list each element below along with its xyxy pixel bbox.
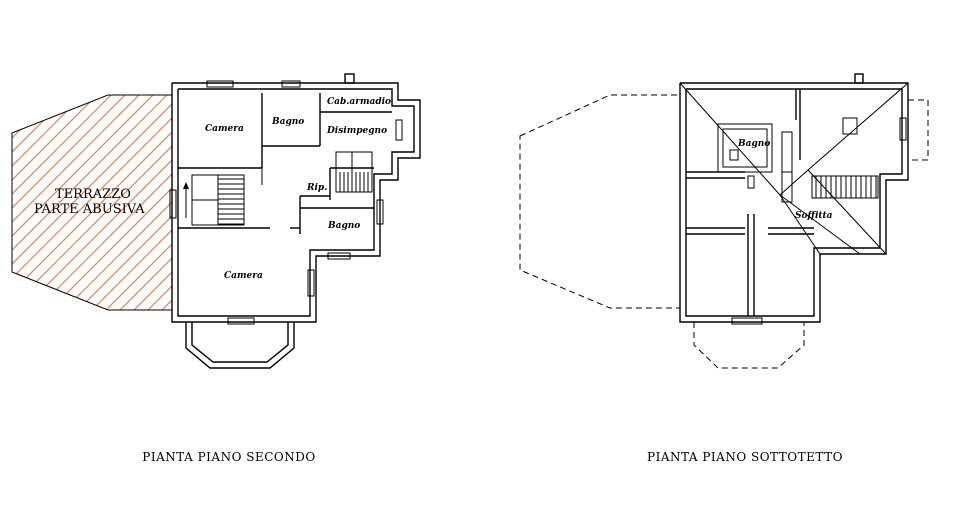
attic-roof-hip-lines xyxy=(679,82,909,255)
drawing-line xyxy=(12,95,172,310)
room-label-bagno-right: Bagno xyxy=(327,221,360,231)
attic-staircase xyxy=(811,175,879,199)
second-floor-staircase-right xyxy=(335,151,373,193)
drawing-line xyxy=(450,90,690,330)
drawing-line xyxy=(57,95,172,310)
drawing-line xyxy=(12,95,131,310)
attic-roof-outline-left xyxy=(519,94,681,309)
drawing-line xyxy=(12,95,172,310)
second-floor-outer-walls xyxy=(171,73,421,323)
room-label-camera-top: Camera xyxy=(205,124,244,134)
room-label-disimpegno: Disimpegno xyxy=(326,126,387,136)
second-floor-openings xyxy=(169,80,403,325)
drawing-line xyxy=(71,95,172,310)
drawing-line xyxy=(99,95,172,310)
second-floor-plan: Camera Bagno Cab.armadio Disimpegno Rip.… xyxy=(0,73,732,464)
terrace-label-line2: PARTE ABUSIVA xyxy=(34,202,145,217)
drawing-line xyxy=(492,90,732,330)
drawing-line xyxy=(478,90,718,330)
drawing-line xyxy=(12,95,117,310)
second-floor-bay-window xyxy=(185,322,295,369)
drawing-line xyxy=(43,95,172,310)
second-floor-title: PIANTA PIANO SECONDO xyxy=(142,450,315,464)
terrace-label-line1: TERRAZZO xyxy=(55,187,131,202)
attic-bay-outline xyxy=(693,322,805,369)
drawing-line xyxy=(113,95,172,310)
drawing-line xyxy=(29,95,172,310)
attic-room-label-soffitta: Soffitta xyxy=(795,211,833,221)
drawing-line xyxy=(127,95,172,310)
drawing-line xyxy=(464,90,704,330)
drawing-line xyxy=(85,95,172,310)
drawing-line xyxy=(12,95,172,310)
attic-floor-plan: Bagno Soffitta PIANTA PIANO SOTTOTETTO xyxy=(519,73,929,464)
drawing-line xyxy=(12,95,19,310)
attic-interior-walls xyxy=(686,89,907,325)
drawing-line xyxy=(12,95,145,310)
room-label-bagno-top: Bagno xyxy=(271,117,304,127)
drawing-line xyxy=(380,90,620,330)
drawing-line xyxy=(0,90,4,330)
drawing-line xyxy=(12,95,33,310)
drawing-line xyxy=(12,95,75,310)
attic-floor-title: PIANTA PIANO SOTTOTETTO xyxy=(647,450,843,464)
attic-room-label-bagno: Bagno xyxy=(737,139,770,149)
drawing-line xyxy=(408,90,648,330)
room-label-rip: Rip. xyxy=(306,183,327,193)
second-floor-staircase-left xyxy=(183,174,245,226)
drawing-line xyxy=(352,90,592,330)
second-floor-interior-walls xyxy=(178,93,392,234)
drawing-line xyxy=(436,90,676,330)
attic-right-outline xyxy=(908,99,929,161)
drawing-line xyxy=(12,95,103,310)
drawing-line xyxy=(12,95,159,310)
room-label-cab-armadio: Cab.armadio xyxy=(327,97,391,107)
drawing-line xyxy=(394,90,634,330)
room-label-camera-bottom: Camera xyxy=(224,271,263,281)
drawing-line xyxy=(12,95,89,310)
